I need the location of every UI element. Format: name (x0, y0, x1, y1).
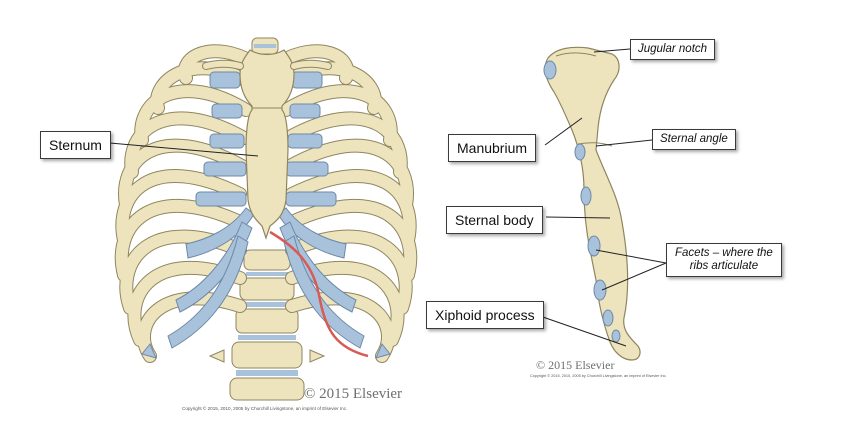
rib-cage (114, 37, 418, 401)
label-facets-line1: Facets – where the (675, 247, 773, 259)
sternum-side-view (543, 46, 641, 361)
copyright-left-fineprint: Copyright © 2015, 2010, 2005 by Churchil… (182, 406, 348, 411)
costal-margin-highlight (269, 230, 369, 358)
label-sternum: Sternum (40, 131, 111, 160)
label-facets-line2: ribs articulate (689, 260, 759, 273)
copyright-left: © 2015 Elsevier (304, 386, 403, 402)
label-sternal-body: Sternal body (446, 206, 543, 235)
label-xiphoid-process: Xiphoid process (426, 301, 544, 330)
label-facets: Facets – where the ribs articulate (666, 243, 782, 278)
rib-facets (543, 60, 621, 343)
label-manubrium: Manubrium (448, 134, 537, 163)
vertebral-column (208, 37, 326, 401)
copyright-right-fineprint: Copyright © 2015, 2010, 2005 by Churchil… (530, 374, 667, 378)
label-jugular-notch: Jugular notch (630, 39, 716, 61)
copyright-right: © 2015 Elsevier (536, 358, 615, 372)
leader-lines (109, 48, 667, 347)
label-sternal-angle: Sternal angle (652, 129, 736, 151)
